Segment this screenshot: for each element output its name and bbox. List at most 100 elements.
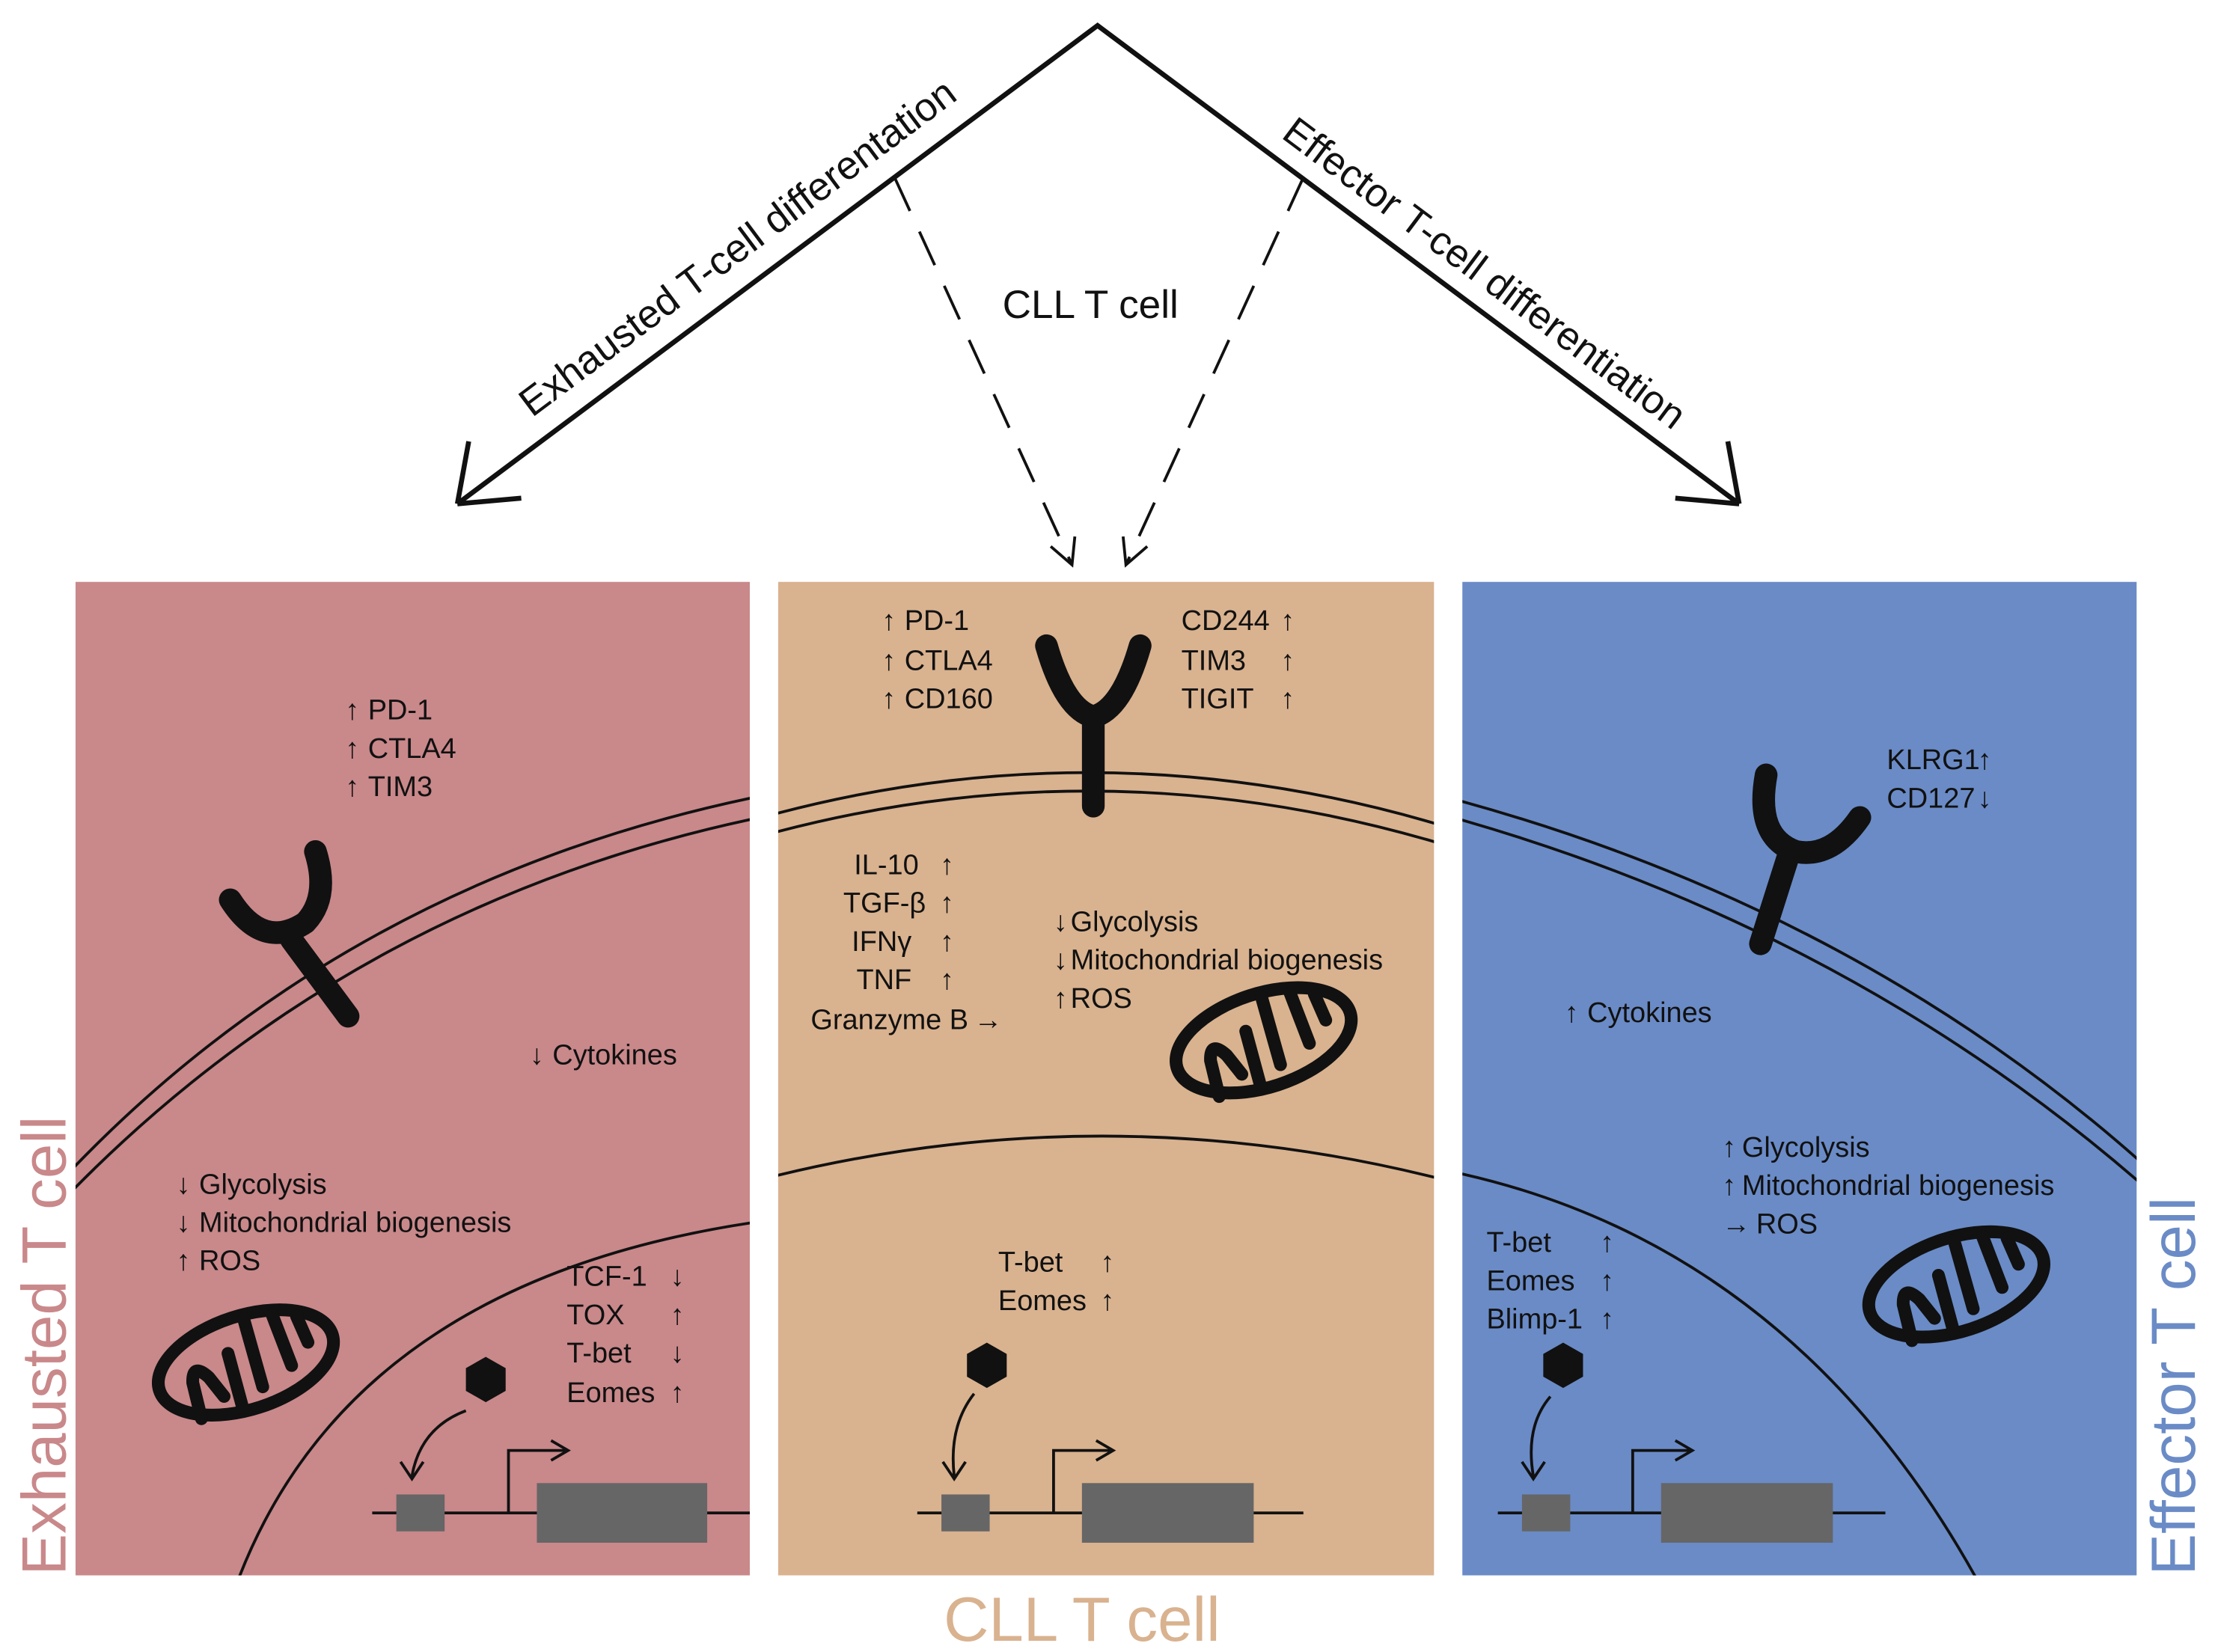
list-item: ↓Mitochondrial biogenesis: [177, 1208, 512, 1239]
mitochondrion-icon: [151, 1303, 340, 1425]
tf-arrow: ↑: [1600, 1227, 1614, 1258]
list-item: ↓Mitochondrial biogenesis: [1054, 945, 1383, 976]
effector-differentiation-label: Effector T-cell differentiation: [1275, 108, 1694, 438]
tf-label: T-bet: [998, 1247, 1063, 1279]
list-item: ↓Glycolysis: [1054, 906, 1198, 937]
exhausted-differentiation-label: Exhausted T-cell differentation: [511, 70, 965, 425]
list-item: →ROS: [1722, 1208, 1818, 1240]
list-item: ↑Mitochondrial biogenesis: [1722, 1170, 2054, 1202]
tf-arrow: ↓: [670, 1261, 685, 1293]
tf-label: Eomes: [566, 1377, 655, 1409]
tf-label: TOX: [566, 1300, 624, 1331]
list-arrow: ↑: [940, 926, 954, 958]
tf-arrow: ↑: [1600, 1304, 1614, 1336]
list-item: ↑PD-1: [882, 605, 969, 637]
tf-arrow: ↑: [1101, 1285, 1115, 1317]
list-item: CD244: [1182, 605, 1270, 637]
list-item: TGF-β: [843, 888, 926, 920]
tf-label: Blimp-1: [1486, 1304, 1583, 1336]
exhausted-receptor-list: ↑PD-1 ↑CTLA4 ↑TIM3: [345, 695, 456, 803]
list-arrow: ↑: [1978, 744, 1992, 776]
transcription-factor-hexagon-icon: [1543, 1342, 1583, 1389]
tf-arrow: ↓: [670, 1338, 685, 1369]
list-item: ↑ROS: [177, 1246, 261, 1277]
list-arrow: ↑: [1280, 605, 1295, 637]
nucleus-membrane: [1462, 1172, 1976, 1576]
exhausted-panel: ↑PD-1 ↑CTLA4 ↑TIM3 ↓Cytokines ↓Glycolysi…: [75, 581, 750, 1576]
cll-cytokine-list: IL-10 ↑ TGF-β ↑ IFNγ ↑ TNF ↑ Granzyme B→: [810, 849, 1002, 1035]
list-arrow: ↑: [940, 849, 954, 881]
cell-membrane-outer: [777, 771, 1435, 825]
list-item: IFNγ: [852, 926, 911, 958]
receptor-icon: [1749, 763, 1872, 955]
list-arrow: ↑: [940, 888, 954, 920]
list-item: ↓Glycolysis: [177, 1169, 327, 1200]
binding-arrow-icon: [1521, 1395, 1552, 1481]
mitochondrion-icon: [1170, 981, 1358, 1104]
right-arrowhead-icon: [1675, 441, 1742, 507]
cell-membrane-outer: [75, 797, 750, 1168]
list-arrow: ↓: [1978, 783, 1992, 814]
receptor-icon: [219, 839, 360, 1028]
tf-arrow: ↑: [1101, 1247, 1115, 1279]
cell-membrane-outer: [1462, 800, 2137, 1160]
effector-title: Effector T cell: [2138, 1197, 2208, 1576]
transcription-factor-hexagon-icon: [465, 1356, 506, 1403]
cll-center-label: CLL T cell: [1003, 283, 1179, 327]
gene-promoter: [1497, 1342, 1886, 1543]
cll-receptor-list-left: ↑PD-1 ↑CTLA4 ↑CD160: [882, 605, 992, 715]
exhausted-metabolism-list: ↓Glycolysis ↓Mitochondrial biogenesis ↑R…: [177, 1169, 512, 1276]
dashed-arrowheads-icon: [1049, 536, 1149, 568]
binding-arrow-icon: [941, 1392, 976, 1481]
tf-label: Eomes: [1486, 1265, 1574, 1297]
receptor-icon: [1035, 634, 1152, 818]
gene-promoter: [917, 1342, 1304, 1543]
list-item: ↑TIM3: [345, 771, 433, 803]
nucleus-membrane: [777, 1134, 1435, 1179]
list-item: IL-10: [854, 849, 918, 881]
list-item: Granzyme B: [810, 1004, 968, 1035]
list-item: TIM3: [1182, 645, 1246, 676]
cytokines-label: ↑Cytokines: [1565, 997, 1712, 1029]
gene-promoter: [372, 1356, 750, 1543]
mitochondrion-icon: [1862, 1225, 2050, 1347]
differentiation-arrows: [454, 22, 1742, 568]
tf-arrow: ↑: [670, 1300, 685, 1331]
exhausted-tf-list: TCF-1↓ TOX↑ T-bet↓ Eomes↑: [566, 1261, 684, 1410]
list-arrow: ↑: [1280, 645, 1295, 676]
transcription-factor-hexagon-icon: [967, 1342, 1007, 1389]
list-arrow: ↑: [1280, 684, 1295, 715]
exhausted-title: Exhausted T cell: [9, 1116, 79, 1576]
list-item: TNF: [857, 964, 912, 996]
cytokines-label: ↓Cytokines: [530, 1040, 677, 1071]
cell-membrane-inner: [1462, 819, 2137, 1182]
list-item: TIGIT: [1182, 684, 1254, 715]
tf-label: Eomes: [998, 1285, 1087, 1317]
list-item: ↑Glycolysis: [1722, 1132, 1869, 1163]
list-item: ↑CD160: [882, 684, 992, 715]
nucleus-membrane: [238, 1221, 750, 1576]
effector-receptor-list: KLRG1↑ CD127↓: [1886, 744, 1991, 814]
effector-metabolism-list: ↑Glycolysis ↑Mitochondrial biogenesis →R…: [1722, 1132, 2054, 1240]
list-item: ↑CTLA4: [345, 733, 456, 765]
dashed-arrows: [893, 177, 1305, 566]
cell-membrane-inner: [75, 818, 750, 1190]
cll-tf-list: T-bet ↑ Eomes ↑: [998, 1247, 1115, 1317]
effector-panel: KLRG1↑ CD127↓ ↑Cytokines ↑Glycolysis ↑Mi…: [1462, 581, 2137, 1576]
cll-panel: ↑PD-1 ↑CTLA4 ↑CD160 CD244↑ TIM3↑ TIGIT↑ …: [777, 581, 1435, 1576]
list-item: CD127: [1886, 783, 1975, 814]
list-arrow: →: [974, 1004, 1003, 1035]
tf-arrow: ↑: [1600, 1265, 1614, 1297]
list-item: ↑PD-1: [345, 695, 433, 726]
cll-title: CLL T cell: [944, 1584, 1220, 1652]
list-item: KLRG1: [1886, 744, 1979, 776]
tf-arrow: ↑: [670, 1377, 685, 1409]
list-item: ↑CTLA4: [882, 645, 992, 676]
list-arrow: ↑: [940, 964, 954, 996]
tf-label: T-bet: [1486, 1227, 1551, 1258]
tf-label: T-bet: [566, 1338, 632, 1369]
list-item: ↑ROS: [1054, 983, 1132, 1015]
effector-tf-list: T-bet ↑ Eomes ↑ Blimp-1 ↑: [1486, 1227, 1614, 1335]
left-arrowhead-icon: [454, 441, 522, 507]
